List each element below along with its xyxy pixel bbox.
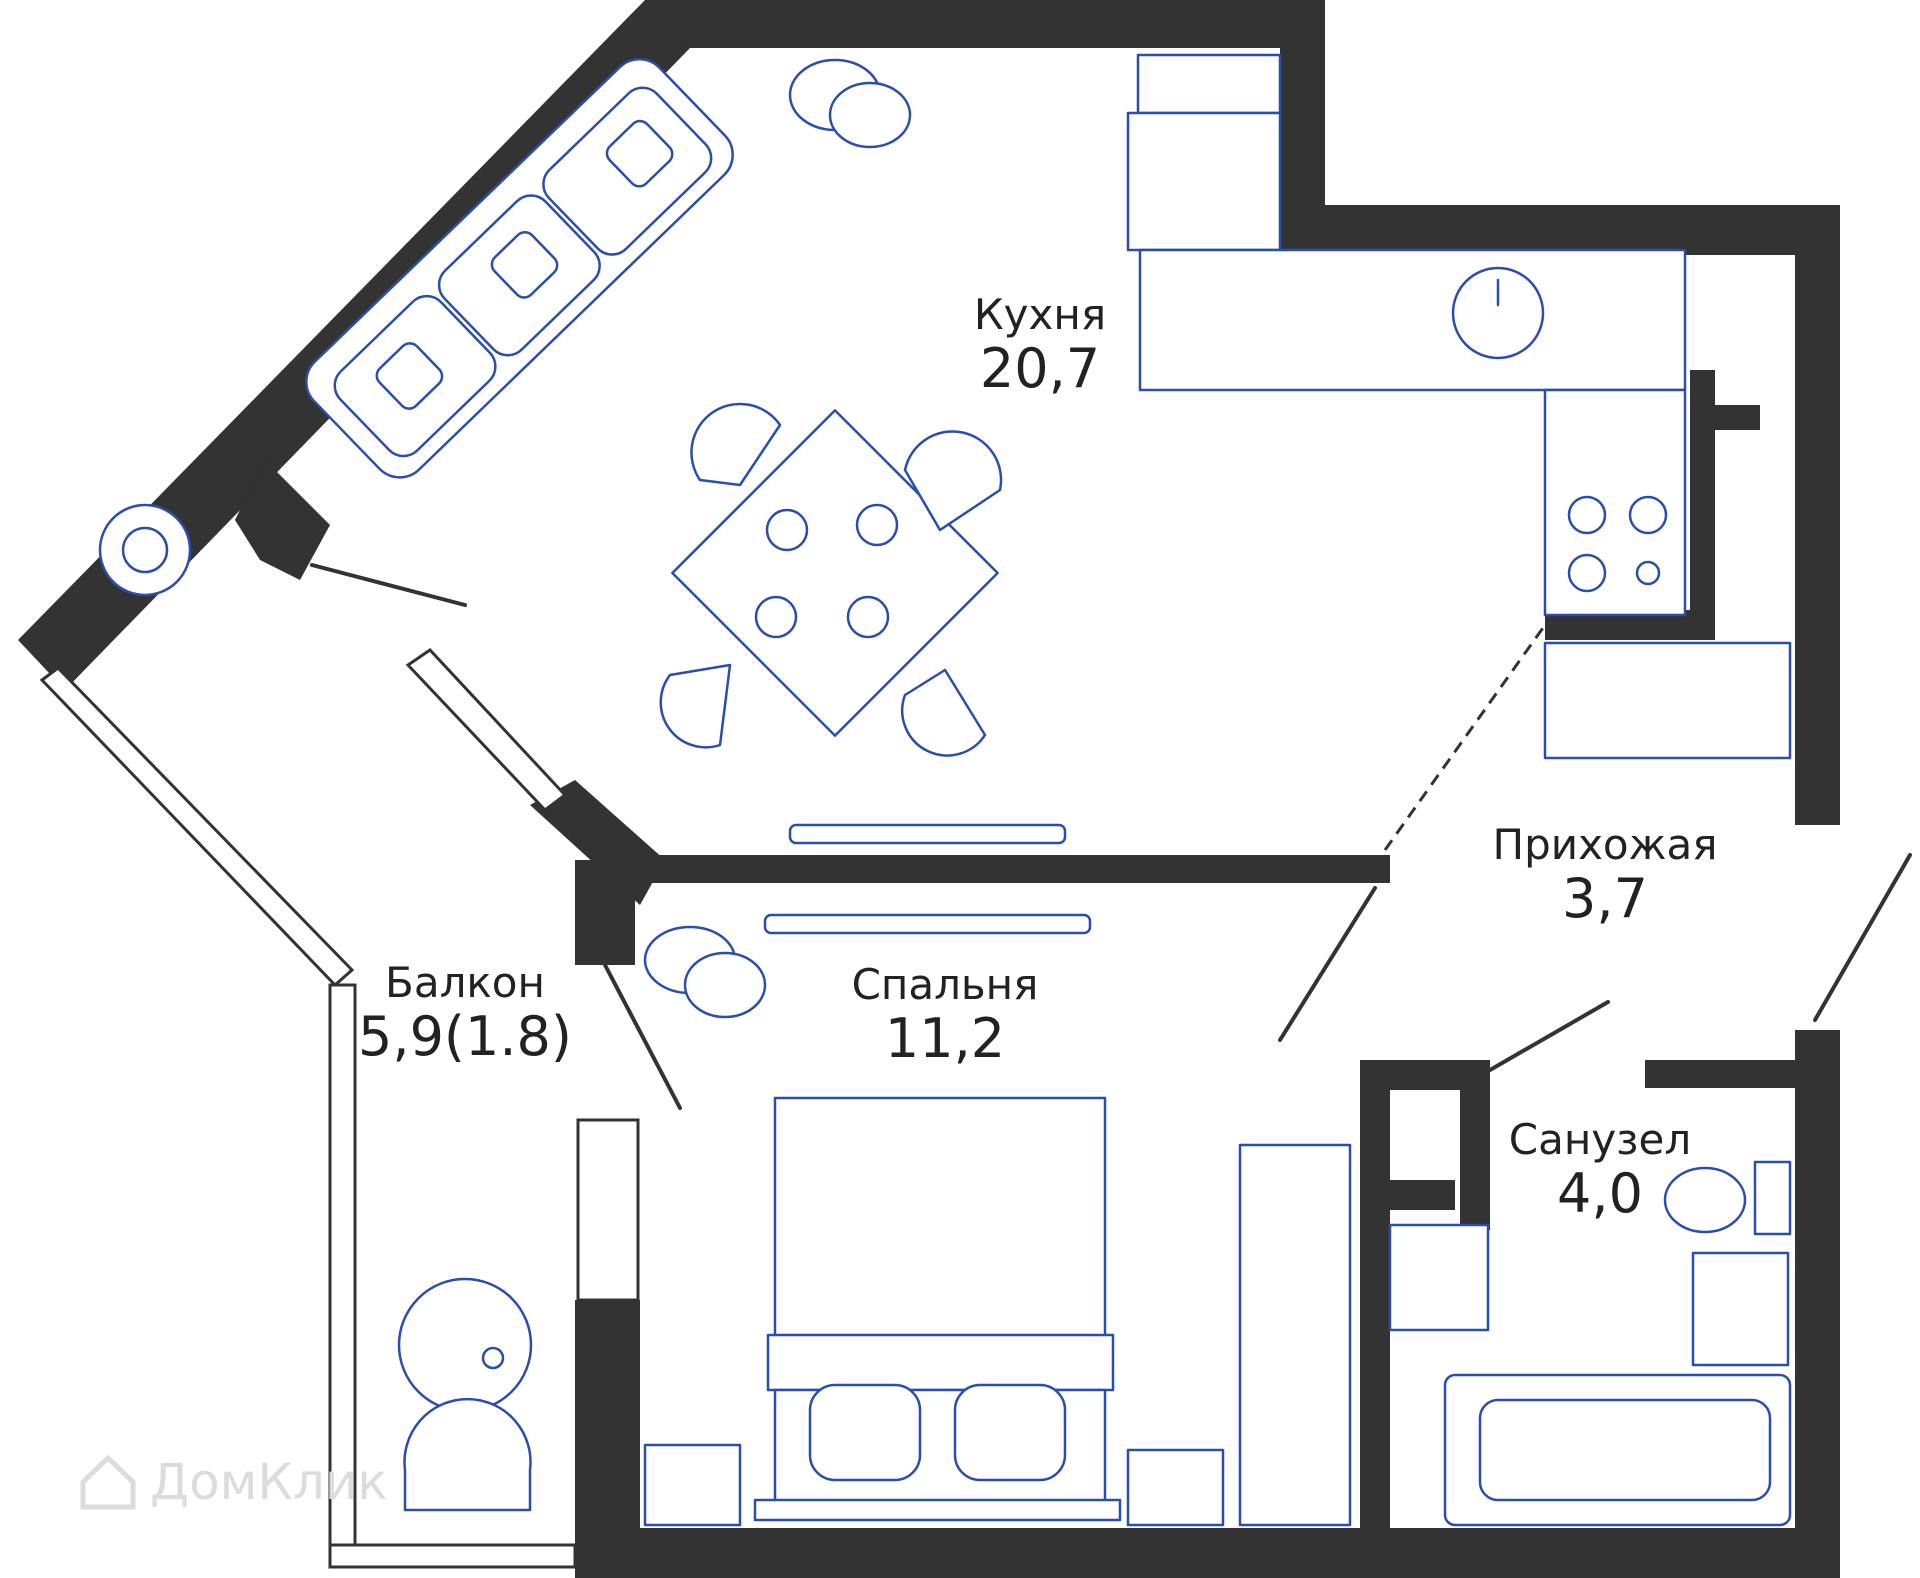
nightstand: [643, 1443, 742, 1527]
plate-icon: [846, 595, 890, 639]
hallway-wardrobe: [1543, 641, 1792, 760]
bed-frame: [753, 1498, 1122, 1522]
cup-icon: [481, 1346, 505, 1370]
door-bedroom: [1278, 886, 1377, 1042]
plant-icon: [98, 503, 192, 597]
wall-bathroom-left: [1360, 1060, 1390, 1530]
door-balcony-kitchen: [310, 563, 467, 607]
bathroom-name: Санузел: [1508, 1115, 1692, 1164]
bedroom-wardrobe: [1238, 1143, 1352, 1527]
bedroom-label: Спальня 11,2: [820, 960, 1070, 1068]
fridge: [1126, 111, 1282, 252]
kitchen-area: 20,7: [979, 337, 1101, 400]
cushion-icon: [605, 119, 674, 188]
hallway-name: Прихожая: [1492, 820, 1718, 869]
wall-column-bar: [1705, 405, 1760, 430]
plant-icon: [788, 58, 912, 149]
bathroom-sink: [1691, 1251, 1790, 1367]
leaf: [683, 951, 767, 1019]
tv-bedroom: [763, 913, 1092, 935]
kitchen-label: Кухня 20,7: [940, 290, 1140, 398]
wall-right-upper: [1795, 205, 1840, 825]
door-bedroom-balcony: [603, 963, 682, 1110]
wall-stub-balcony: [235, 460, 330, 580]
wall-bottom: [575, 1528, 1840, 1578]
balcony-area: 5,9(1.8): [358, 1005, 572, 1068]
kitchen-name: Кухня: [973, 290, 1107, 339]
window-balcony-diagonal: [39, 666, 355, 988]
toilet-icon: [1663, 1166, 1747, 1234]
balcony-table: [397, 1277, 533, 1413]
hallway-area: 3,7: [1562, 867, 1648, 930]
wall-top: [645, 0, 1325, 48]
sofa: [305, 57, 734, 479]
burner-icon: [1567, 553, 1607, 593]
wall-right-lower: [1795, 1030, 1840, 1578]
plant-icon: [643, 925, 767, 1019]
hallway-label: Прихожая 3,7: [1455, 820, 1755, 928]
bedroom-area: 11,2: [884, 1007, 1006, 1070]
window-bedroom-balcony: [576, 1118, 640, 1302]
plate-icon: [855, 503, 899, 547]
window-balcony-left: [328, 983, 357, 1567]
pillow-icon: [953, 1383, 1067, 1482]
door-bathroom: [1488, 1000, 1610, 1072]
bathtub-inner: [1478, 1398, 1772, 1502]
plate-icon: [754, 595, 798, 639]
cushion-icon: [375, 342, 444, 410]
balcony-label: Балкон 5,9(1.8): [350, 958, 580, 1066]
balcony-name: Балкон: [385, 958, 545, 1007]
wall-pier-bedroom: [575, 860, 635, 965]
kitchen-counter: [1138, 248, 1687, 392]
cushion-icon: [490, 230, 559, 299]
balcony-chair: [403, 1397, 532, 1512]
bed-headboard-area: [773, 1096, 1107, 1345]
bathroom-area: 4,0: [1557, 1162, 1643, 1225]
wall-kitchen-step: [1280, 205, 1840, 255]
tv-kitchen: [788, 823, 1067, 845]
furniture: [98, 53, 1792, 1527]
bedroom-name: Спальня: [851, 960, 1039, 1009]
watermark: ДомКлик: [78, 1452, 388, 1512]
leaf: [828, 81, 912, 149]
toilet-tank: [1753, 1160, 1792, 1236]
wall-kitchen-bedroom: [640, 855, 1390, 883]
house-outline: [80, 1454, 136, 1510]
pillow-icon: [808, 1383, 922, 1482]
burner-icon: [1635, 560, 1661, 586]
house-icon: [80, 1454, 136, 1510]
bed-blanket-fold: [766, 1333, 1115, 1392]
nightstand: [1126, 1448, 1225, 1527]
burner-icon: [1628, 495, 1668, 535]
kitchen-cabinet-top: [1136, 53, 1282, 115]
boiler: [1388, 1223, 1490, 1332]
bathroom-label: Санузел 4,0: [1470, 1115, 1730, 1223]
zone-divider-dashed: [1383, 624, 1547, 851]
kitchen-sink-icon: [1451, 266, 1545, 360]
chair-icon: [903, 430, 1003, 532]
doors: [310, 563, 1912, 1110]
window-kitchen-balcony: [405, 648, 568, 813]
chair-icon: [659, 663, 732, 749]
door-entrance: [1813, 853, 1912, 1022]
windows: [39, 648, 640, 1569]
chair-icon: [900, 668, 987, 757]
stove: [1543, 388, 1687, 617]
wall-bathroom-shaft-right: [1460, 1060, 1490, 1230]
window-balcony-bottom: [328, 1543, 577, 1569]
leaf-center: [121, 526, 169, 574]
wall-bathroom-shaft: [1385, 1180, 1455, 1210]
plate-icon: [765, 508, 809, 552]
burner-icon: [1567, 495, 1607, 535]
watermark-text: ДомКлик: [150, 1453, 388, 1511]
chair-icon: [690, 402, 782, 487]
